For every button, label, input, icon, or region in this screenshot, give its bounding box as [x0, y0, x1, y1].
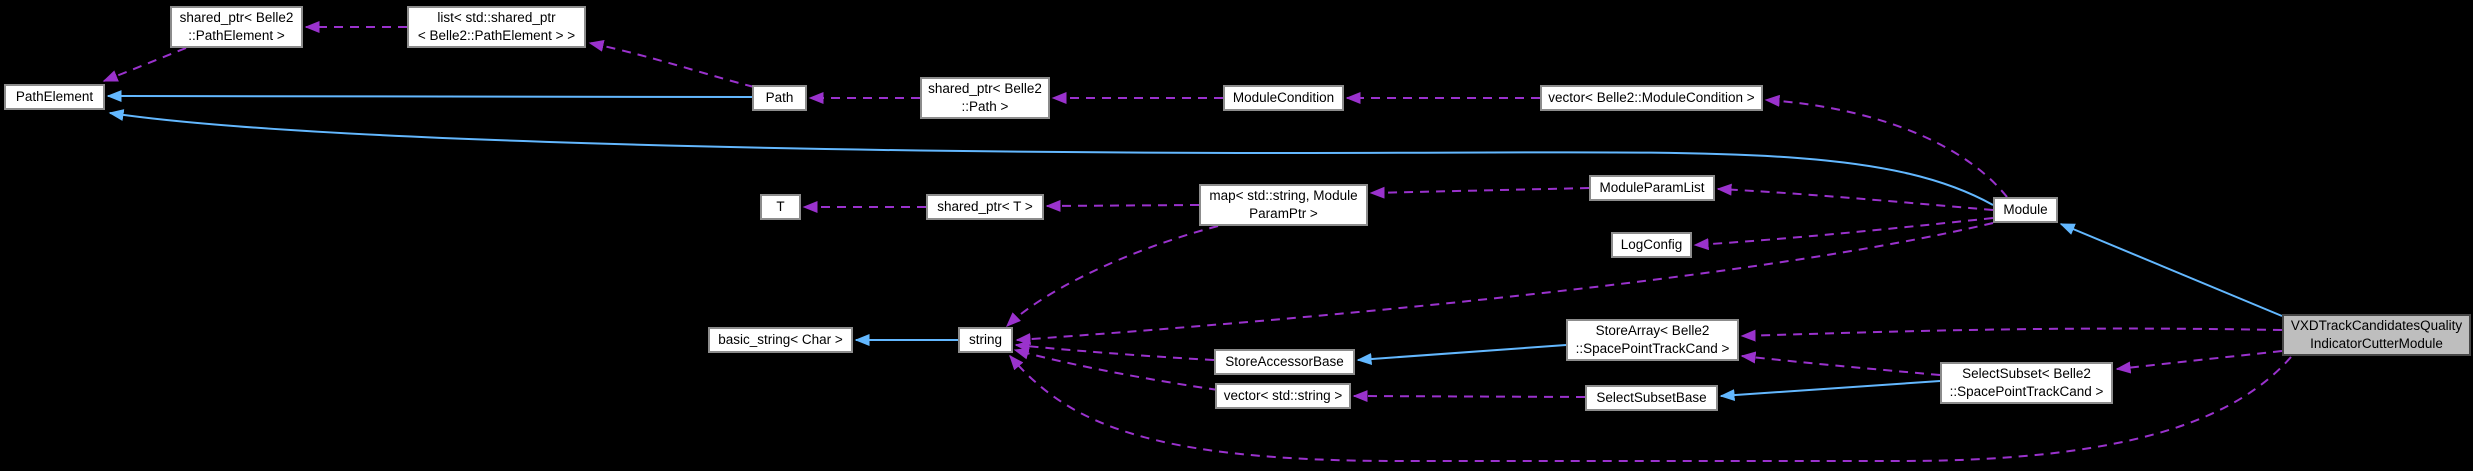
node-label: StoreArray< Belle2	[1595, 323, 1710, 338]
node-label: IndicatorCutterModule	[2310, 336, 2443, 351]
node-label: vector< Belle2::ModuleCondition >	[1548, 90, 1755, 105]
edge-selectsubsetbase-to-vector-std-string	[1352, 390, 1586, 403]
node-label: ParamPtr >	[1249, 206, 1318, 221]
edge-path-to-list-shared-ptr-pathelement	[588, 39, 755, 88]
node-label: T	[776, 199, 785, 214]
node-label: < Belle2::PathElement > >	[417, 28, 576, 43]
node-shared-ptr-path[interactable]: shared_ptr< Belle2::Path >	[920, 77, 1050, 119]
node-label: basic_string< Char >	[718, 332, 843, 347]
node-string[interactable]: string	[958, 327, 1013, 353]
edge-path-to-pathelement	[106, 90, 753, 103]
node-path[interactable]: Path	[752, 85, 807, 111]
node-label: PathElement	[15, 89, 94, 104]
edge-shared-ptr-pathelement-to-pathelement	[102, 47, 187, 82]
node-label: vector< std::string >	[1223, 388, 1343, 403]
node-label: SelectSubsetBase	[1596, 390, 1707, 405]
edge-vxdtrackcandidatesqualityindicatorcuttermodule-to-module	[2059, 223, 2283, 317]
node-moduleparamlist[interactable]: ModuleParamList	[1589, 175, 1715, 201]
node-selectsubset-spacepointtrackcand[interactable]: SelectSubset< Belle2::SpacePointTrackCan…	[1940, 362, 2113, 404]
node-shared-ptr-t[interactable]: shared_ptr< T >	[926, 194, 1044, 220]
node-label: ::Path >	[961, 99, 1009, 114]
node-label: SelectSubset< Belle2	[1962, 366, 2091, 381]
edge-map-string-moduleparamptr-to-shared-ptr-t	[1045, 199, 1200, 212]
node-label: ModuleCondition	[1232, 90, 1335, 105]
node-label: ::SpacePointTrackCand >	[1949, 384, 2104, 399]
edge-module-to-logconfig	[1693, 217, 1994, 251]
node-basic-string-char[interactable]: basic_string< Char >	[708, 327, 853, 353]
edge-module-to-moduleparamlist	[1716, 183, 1994, 211]
node-t[interactable]: T	[760, 194, 801, 220]
edge-selectsubset-spacepointtrackcand-to-storearray-spacepointtrackcand	[1740, 351, 1941, 376]
node-label: ::SpacePointTrackCand >	[1575, 341, 1730, 356]
node-label: Path	[765, 90, 794, 105]
node-logconfig[interactable]: LogConfig	[1611, 232, 1692, 258]
edge-module-to-vector-modulecondition	[1764, 94, 2008, 198]
edge-storeaccessorbase-to-string	[1014, 340, 1215, 361]
node-vector-modulecondition[interactable]: vector< Belle2::ModuleCondition >	[1540, 85, 1763, 111]
node-label: Module	[2003, 202, 2048, 217]
node-label: VXDTrackCandidatesQuality	[2290, 318, 2463, 333]
node-module[interactable]: Module	[1993, 197, 2058, 223]
edge-vxdtrackcandidatesqualityindicatorcuttermodule-to-storearray-spacepointtrackcand	[1740, 327, 2283, 342]
node-selectsubsetbase[interactable]: SelectSubsetBase	[1585, 385, 1718, 411]
edge-map-string-moduleparamptr-to-string	[1005, 225, 1219, 327]
edge-vxdtrackcandidatesqualityindicatorcuttermodule-to-selectsubset-spacepointtrackcand	[2115, 350, 2283, 374]
node-label: LogConfig	[1620, 237, 1683, 252]
node-list-shared-ptr-pathelement[interactable]: list< std::shared_ptr< Belle2::PathEleme…	[407, 6, 586, 48]
node-label: ::PathElement >	[188, 28, 285, 43]
edge-storearray-spacepointtrackcand-to-storeaccessorbase	[1356, 344, 1567, 366]
node-label: ModuleParamList	[1599, 180, 1705, 195]
node-label: shared_ptr< Belle2	[928, 81, 1042, 96]
node-label: map< std::string, Module	[1209, 188, 1358, 203]
node-modulecondition[interactable]: ModuleCondition	[1223, 85, 1344, 111]
edge-selectsubset-spacepointtrackcand-to-selectsubsetbase	[1719, 380, 1941, 402]
node-storeaccessorbase[interactable]: StoreAccessorBase	[1214, 349, 1355, 375]
node-label: string	[968, 332, 1002, 347]
edge-vector-std-string-to-string	[1013, 347, 1219, 391]
node-label: shared_ptr< T >	[937, 199, 1033, 214]
edge-module-to-string	[1015, 222, 1994, 346]
node-vector-std-string[interactable]: vector< std::string >	[1215, 383, 1351, 409]
node-label: StoreAccessorBase	[1225, 354, 1344, 369]
node-shared-ptr-pathelement[interactable]: shared_ptr< Belle2::PathElement >	[170, 6, 303, 48]
node-label: shared_ptr< Belle2	[179, 10, 294, 25]
node-label: list< std::shared_ptr	[437, 10, 556, 25]
node-pathelement[interactable]: PathElement	[4, 84, 105, 110]
edge-moduleparamlist-to-map-string-moduleparamptr	[1369, 186, 1590, 199]
node-storearray-spacepointtrackcand[interactable]: StoreArray< Belle2::SpacePointTrackCand …	[1566, 319, 1739, 361]
